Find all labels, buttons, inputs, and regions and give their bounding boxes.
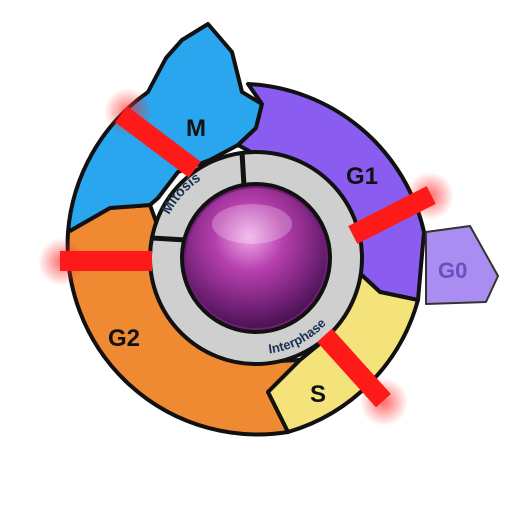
g0-segment — [425, 225, 499, 305]
checkpoint-bar-m — [115, 106, 201, 178]
checkpoint-bar-g2 — [60, 251, 152, 271]
cell-nucleus-shine — [186, 188, 326, 328]
phase-label-m: M — [186, 115, 206, 142]
checkpoint-bar-g1 — [348, 186, 436, 244]
checkpoint-bar-s — [317, 328, 391, 408]
nucleus-highlight — [212, 204, 292, 244]
phase-label-g1: G1 — [346, 163, 378, 190]
ring-divider-top — [239, 151, 247, 187]
phase-label-g2: G2 — [108, 325, 140, 352]
phase-label-s: S — [310, 381, 326, 408]
phase-label-g0: G0 — [438, 258, 467, 283]
ring-divider-left — [151, 235, 187, 243]
